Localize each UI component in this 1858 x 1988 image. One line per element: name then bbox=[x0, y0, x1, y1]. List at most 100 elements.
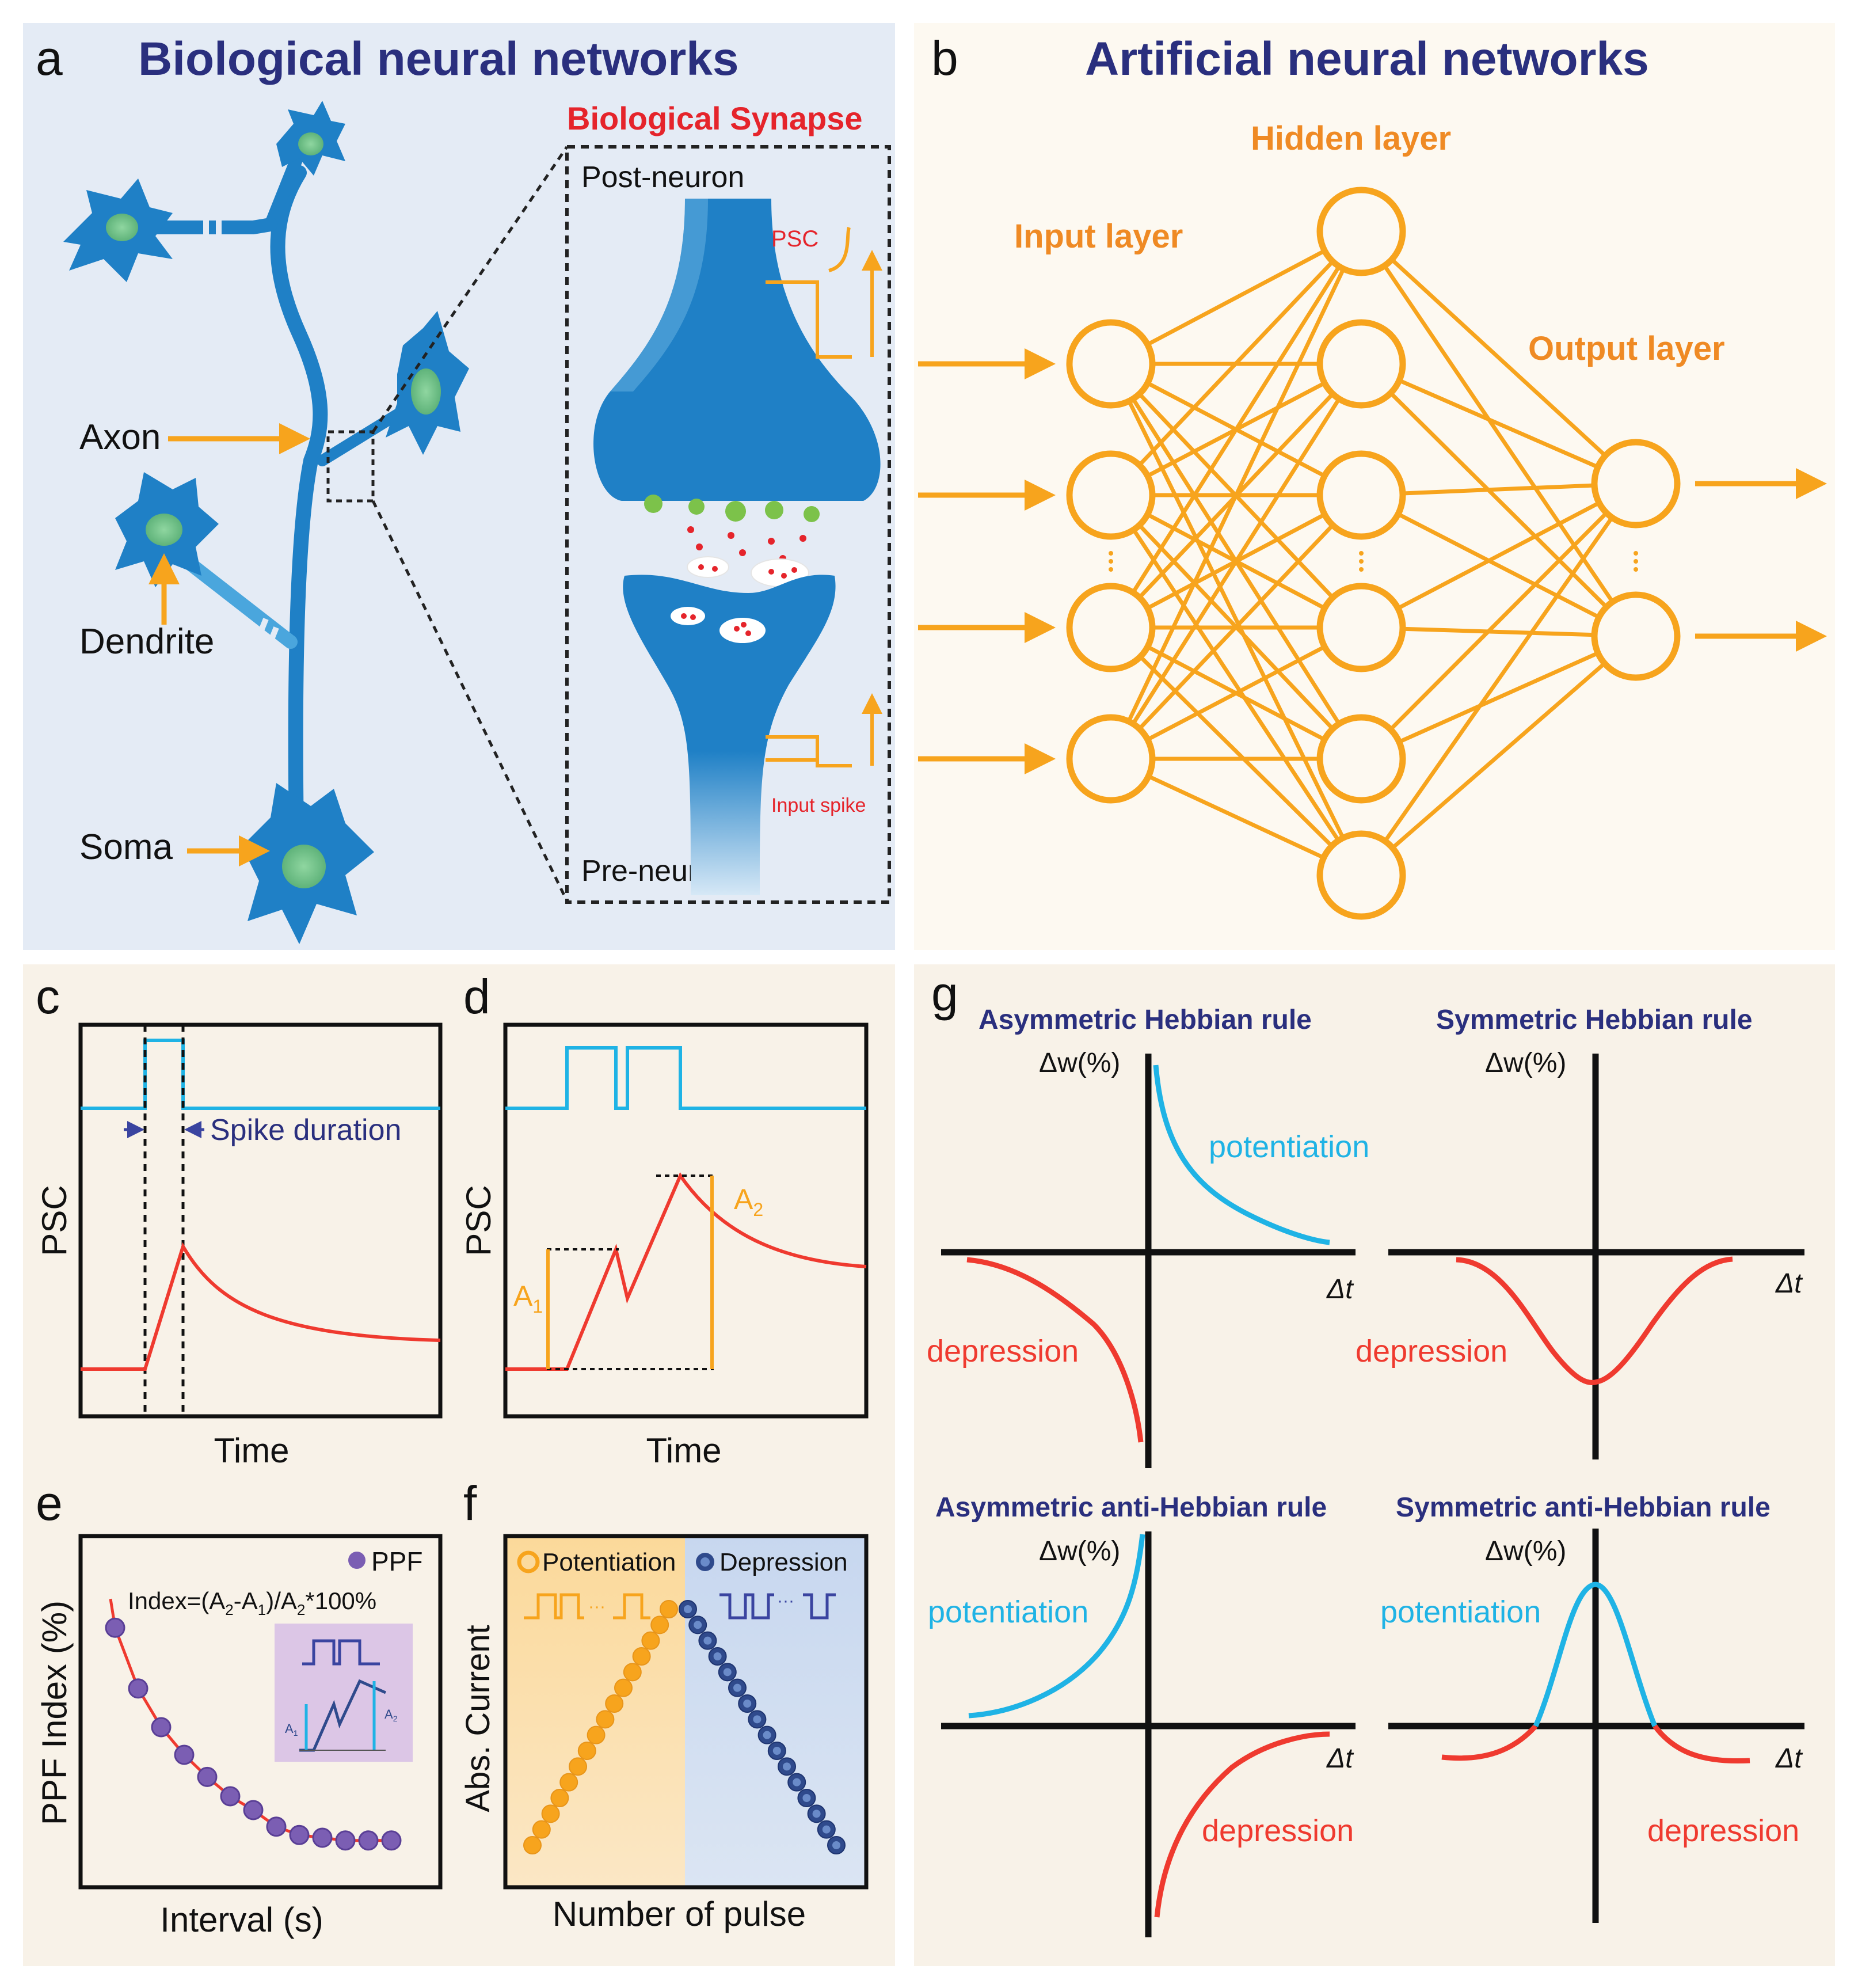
input-node-1 bbox=[1066, 319, 1156, 409]
ppf-point bbox=[335, 1830, 356, 1851]
panel-c-spike bbox=[81, 1039, 440, 1110]
pre-synaptic-terminal bbox=[623, 575, 836, 895]
soma-label: Soma bbox=[79, 827, 173, 867]
ppf-point bbox=[151, 1717, 172, 1738]
panel-f: f Potentiation Depression ··· ··· Abs. C… bbox=[459, 1476, 869, 1933]
panel-d-psc-curve bbox=[505, 1172, 867, 1371]
potentiation-point bbox=[577, 1742, 596, 1760]
ppf-formula: Index=(A2-A1)/A2*100% bbox=[128, 1587, 376, 1618]
panel-c-letter: c bbox=[36, 970, 60, 1024]
ppf-point bbox=[243, 1800, 264, 1820]
ppf-inset bbox=[275, 1624, 413, 1762]
potentiation-point bbox=[559, 1773, 578, 1792]
depression-legend: Depression bbox=[719, 1548, 848, 1576]
pulse-plot bbox=[523, 1600, 846, 1854]
panel-e-xlabel: Interval (s) bbox=[160, 1900, 323, 1939]
potentiation-legend: Potentiation bbox=[542, 1548, 676, 1576]
potentiation-point bbox=[623, 1663, 642, 1682]
a2-label: A2 bbox=[734, 1183, 763, 1220]
panel-g-background bbox=[914, 964, 1835, 1966]
synapse-title: Biological Synapse bbox=[567, 100, 863, 136]
symmetric-anti-hebbian-plot: Symmetric anti-Hebbian rule Δw(%) Δt pot… bbox=[1380, 1492, 1804, 1923]
ppf-legend-marker bbox=[348, 1552, 365, 1569]
ppf-point bbox=[197, 1766, 218, 1787]
panel-b-letter: b bbox=[931, 31, 958, 85]
panel-d-spikes bbox=[505, 1046, 866, 1110]
panel-a: a Biological neural networks bbox=[36, 31, 891, 944]
panel-c-psc-curve bbox=[81, 1242, 441, 1371]
ppf-point bbox=[220, 1786, 241, 1807]
q4-depression: depression bbox=[1647, 1814, 1799, 1848]
input-spike-label: Input spike bbox=[771, 795, 866, 816]
hidden-node-6 bbox=[1316, 830, 1406, 920]
svg-text:···: ··· bbox=[777, 1591, 794, 1610]
ppf-point bbox=[266, 1816, 287, 1837]
hidden-node-4 bbox=[1316, 583, 1406, 672]
panel-d: d A1 A2 PSC Time bbox=[459, 970, 869, 1470]
ppf-plot bbox=[105, 1598, 402, 1851]
panel-e-frame bbox=[78, 1534, 443, 1890]
panel-d-ylabel: PSC bbox=[459, 1185, 498, 1256]
psc-waveform bbox=[766, 280, 852, 359]
q3-xlabel: Δt bbox=[1326, 1743, 1354, 1774]
spike-duration-label: Spike duration bbox=[210, 1113, 401, 1147]
panel-f-xlabel: Number of pulse bbox=[553, 1895, 806, 1933]
q1-depression: depression bbox=[927, 1334, 1079, 1369]
potentiation-point bbox=[605, 1694, 624, 1713]
ppf-point bbox=[105, 1617, 125, 1638]
potentiation-point bbox=[587, 1725, 606, 1744]
panel-f-frame bbox=[503, 1534, 869, 1890]
a1-label: A1 bbox=[513, 1280, 543, 1317]
potentiation-region bbox=[505, 1536, 685, 1887]
potentiation-point bbox=[596, 1710, 615, 1729]
input-layer-label: Input layer bbox=[1014, 218, 1183, 255]
potentiation-point bbox=[650, 1616, 669, 1635]
inset-a1-label: A1 bbox=[285, 1721, 298, 1738]
psc-label: PSC bbox=[771, 226, 818, 252]
hidden-layer-label: Hidden layer bbox=[1251, 120, 1451, 157]
panel-g: g Asymmetric Hebbian rule Δw(%) Δt poten… bbox=[927, 967, 1804, 1937]
potentiation-point bbox=[641, 1631, 660, 1650]
potentiation-point bbox=[660, 1600, 678, 1618]
panel-b: b Artificial neural networks Input layer… bbox=[918, 31, 1827, 920]
neuron-network-illustration bbox=[63, 101, 569, 944]
soma-nucleus-1 bbox=[106, 214, 138, 241]
ppf-point bbox=[381, 1830, 402, 1851]
input-spike-waveform bbox=[766, 735, 852, 767]
q3-title: Asymmetric anti-Hebbian rule bbox=[935, 1492, 1327, 1523]
inset-a2-label: A2 bbox=[384, 1707, 398, 1723]
q2-xlabel: Δt bbox=[1775, 1268, 1803, 1299]
potentiation-point bbox=[614, 1678, 633, 1697]
panel-a-letter: a bbox=[36, 31, 63, 85]
panel-d-letter: d bbox=[463, 970, 490, 1024]
ppf-point bbox=[312, 1827, 333, 1848]
ppf-point bbox=[128, 1678, 149, 1699]
zoom-box bbox=[326, 430, 375, 503]
panel-b-title: Artificial neural networks bbox=[1085, 33, 1649, 85]
input-node-3 bbox=[1066, 583, 1156, 672]
output-node-1 bbox=[1591, 439, 1681, 529]
output-node-2 bbox=[1591, 591, 1681, 681]
symmetric-hebbian-plot: Symmetric Hebbian rule Δw(%) Δt depressi… bbox=[1356, 1005, 1804, 1459]
ppf-point bbox=[174, 1744, 195, 1765]
panel-e-ylabel: PPF Index (%) bbox=[35, 1601, 74, 1825]
q1-ylabel: Δw(%) bbox=[1039, 1048, 1120, 1078]
panel-g-letter: g bbox=[931, 967, 958, 1021]
potentiation-point bbox=[541, 1804, 560, 1823]
neurotransmitters bbox=[687, 526, 806, 571]
input-node-4 bbox=[1066, 714, 1156, 804]
q4-ylabel: Δw(%) bbox=[1485, 1536, 1566, 1567]
q4-xlabel: Δt bbox=[1775, 1743, 1803, 1774]
asymmetric-anti-hebbian-plot: Asymmetric anti-Hebbian rule Δw(%) Δt po… bbox=[928, 1492, 1356, 1937]
q4-title: Symmetric anti-Hebbian rule bbox=[1396, 1492, 1771, 1523]
ppf-point bbox=[289, 1824, 310, 1845]
panel-c-frame bbox=[78, 1022, 443, 1419]
depression-region bbox=[685, 1536, 866, 1887]
potentiation-point bbox=[550, 1789, 569, 1807]
potentiation-point bbox=[532, 1820, 551, 1839]
potentiation-point bbox=[569, 1757, 587, 1776]
potentiation-point bbox=[523, 1836, 542, 1854]
ppf-point bbox=[358, 1830, 379, 1851]
q3-potentiation: potentiation bbox=[928, 1595, 1088, 1629]
